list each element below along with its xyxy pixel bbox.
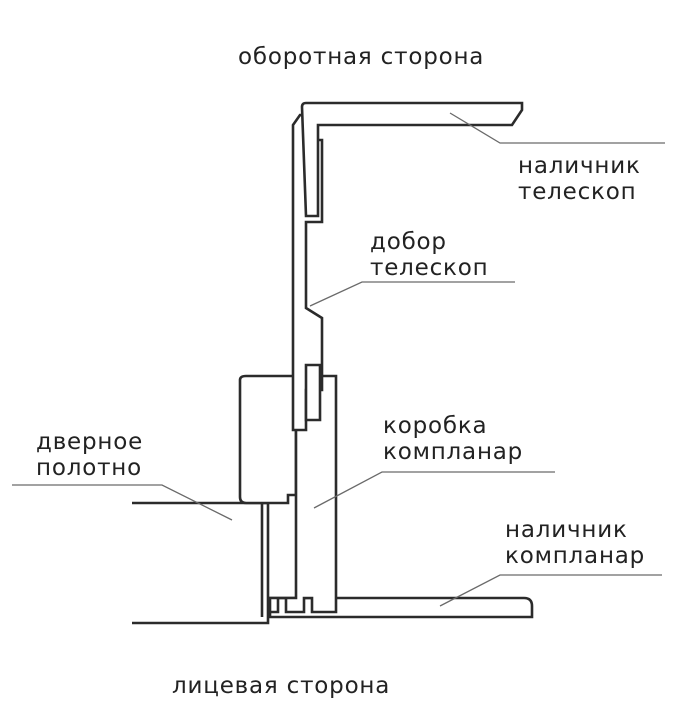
telescopic-casing-label-line1: наличник <box>518 153 641 179</box>
coplanar-casing-label-line1: наличник <box>505 517 628 543</box>
telescopic-casing-label-line2: телескоп <box>518 179 637 205</box>
door-leaf-label: дверное полотно <box>36 429 143 481</box>
coplanar-frame-shape <box>268 374 338 614</box>
telescopic-extension-label-line1: добор <box>370 229 447 255</box>
leader-door-leaf <box>12 484 233 521</box>
coplanar-casing-label: наличник компланар <box>505 517 645 569</box>
leader-coplanar-frame <box>313 471 555 509</box>
telescopic-extension-label: добор телескоп <box>370 229 488 281</box>
coplanar-frame-label: коробка компланар <box>383 413 523 465</box>
extension-tenon-shape <box>304 363 322 422</box>
door-leaf-shape <box>132 501 270 625</box>
door-leaf-panel <box>238 374 298 505</box>
coplanar-frame-label-line2: компланар <box>383 439 524 465</box>
coplanar-casing-label-line2: компланар <box>505 543 646 569</box>
coplanar-casing-shape <box>268 596 534 619</box>
leader-telescopic-extension <box>309 281 515 307</box>
leader-coplanar-casing <box>439 574 662 607</box>
door-leaf-label-line1: дверное <box>36 429 144 455</box>
coplanar-frame-label-line1: коробка <box>383 413 488 439</box>
telescopic-casing-label: наличник телескоп <box>518 153 641 205</box>
door-leaf-label-line2: полотно <box>36 455 142 481</box>
leader-telescopic-casing <box>449 112 665 144</box>
front-side-label: лицевая сторона <box>172 673 391 699</box>
telescopic-extension-label-line2: телескоп <box>370 255 489 281</box>
back-side-label: оборотная сторона <box>238 44 485 70</box>
telescopic-casing-shape <box>300 101 524 218</box>
